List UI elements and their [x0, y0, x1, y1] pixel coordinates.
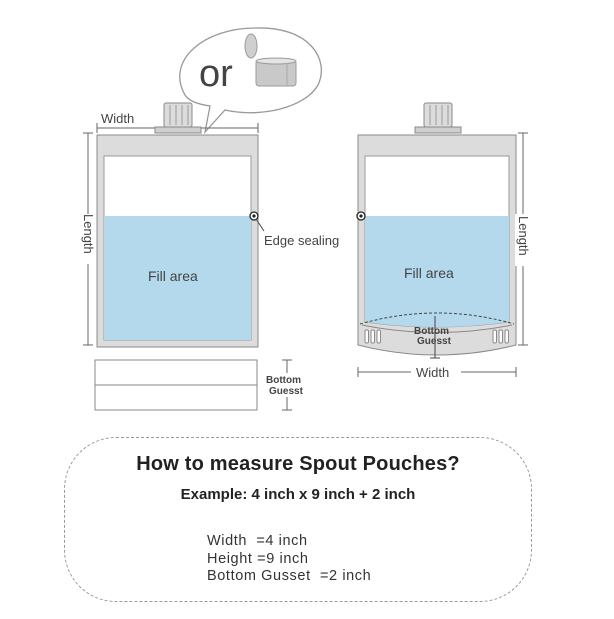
measure-info-box: How to measure Spout Pouches? Example: 4… — [64, 437, 532, 602]
left-pouch: Width Length Fill area Edge sealing — [80, 102, 339, 411]
info-title: How to measure Spout Pouches? — [136, 453, 460, 475]
info-lines: Width =4 inch Height =9 inch Bottom Guss… — [207, 533, 371, 586]
left-width-label: Width — [101, 111, 134, 126]
right-bottom-label-2: Guesst — [417, 336, 452, 347]
left-fill-label: Fill area — [148, 268, 198, 284]
info-line-width: Width =4 inch — [207, 533, 308, 549]
info-line-height: Height =9 inch — [207, 550, 309, 567]
left-bottom-label-1: Bottom — [266, 375, 301, 386]
right-width-label: Width — [416, 365, 449, 380]
info-line-gusset: Bottom Gusset =2 inch — [207, 568, 372, 584]
left-bottom-gusset: Bottom Guesst — [94, 359, 310, 411]
gusset-slots — [364, 329, 509, 344]
left-length-label: Length — [81, 214, 96, 254]
edge-sealing-label: Edge sealing — [264, 233, 339, 248]
speech-bubble: or — [179, 27, 322, 135]
cap-icon — [244, 33, 297, 87]
right-bottom-label-1: Bottom — [414, 326, 449, 337]
right-fill-area — [365, 216, 509, 327]
or-text: or — [199, 53, 233, 95]
left-fill-area — [104, 216, 251, 340]
right-length-label: Length — [516, 216, 531, 256]
left-bottom-label-2: Guesst — [269, 386, 304, 397]
right-fill-label: Fill area — [404, 265, 454, 281]
right-pouch: Fill area Bottom Guesst Length Width — [356, 102, 531, 380]
info-example: Example: 4 inch x 9 inch + 2 inch — [180, 486, 416, 503]
